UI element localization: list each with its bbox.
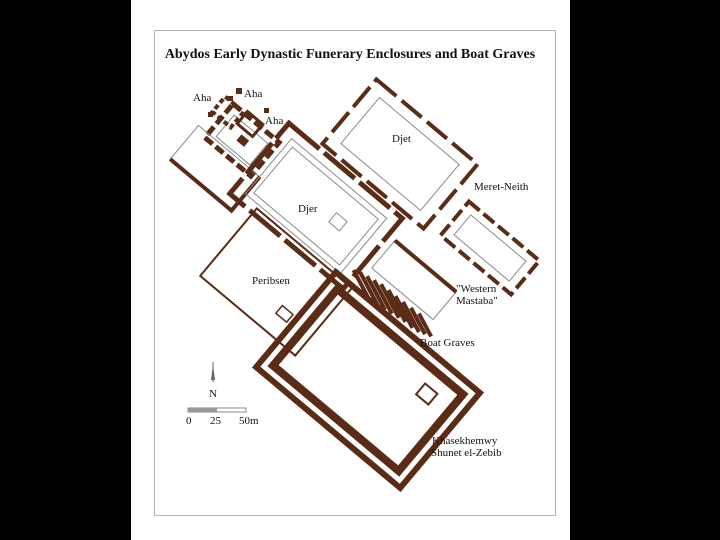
label-aha-2: Aha [244, 88, 262, 100]
scale-label-0: 0 [186, 415, 192, 427]
scale-label-25: 25 [210, 415, 222, 427]
label-khasekhemwy-1: Khasekhemwy [432, 435, 498, 447]
label-peribsen: Peribsen [252, 275, 290, 287]
djer-enclosure [226, 119, 406, 293]
label-aha-3: Aha [265, 115, 283, 127]
map-title: Abydos Early Dynastic Funerary Enclosure… [165, 47, 536, 62]
small-enclosure-west [168, 124, 262, 214]
label-western-mastaba-2: Mastaba" [456, 295, 498, 307]
label-djer: Djer [298, 203, 318, 215]
scale-label-50m: 50m [239, 415, 259, 427]
western-mastaba [371, 238, 458, 321]
khasekhemwy-enclosure [251, 267, 485, 493]
label-aha-1: Aha [193, 92, 211, 104]
meret-neith-enclosure [437, 198, 543, 298]
label-meret-neith: Meret-Neith [474, 181, 529, 193]
label-khasekhemwy-2: Shunet el-Zebib [431, 447, 502, 459]
map-labels: Aha Aha Aha Djet Meret-Neith Djer Peribs… [193, 88, 529, 459]
scale-bar [187, 407, 247, 413]
north-label: N [209, 388, 217, 400]
djet-enclosure [319, 76, 481, 232]
label-boat-graves: Boat Graves [420, 337, 475, 349]
map-frame [154, 30, 556, 516]
label-djet: Djet [392, 133, 411, 145]
boat-graves [351, 269, 433, 338]
north-arrow-icon [211, 362, 215, 382]
label-western-mastaba-1: "Western [456, 283, 497, 295]
peribsen-enclosure [198, 207, 354, 357]
aha-enclosures [201, 88, 283, 180]
